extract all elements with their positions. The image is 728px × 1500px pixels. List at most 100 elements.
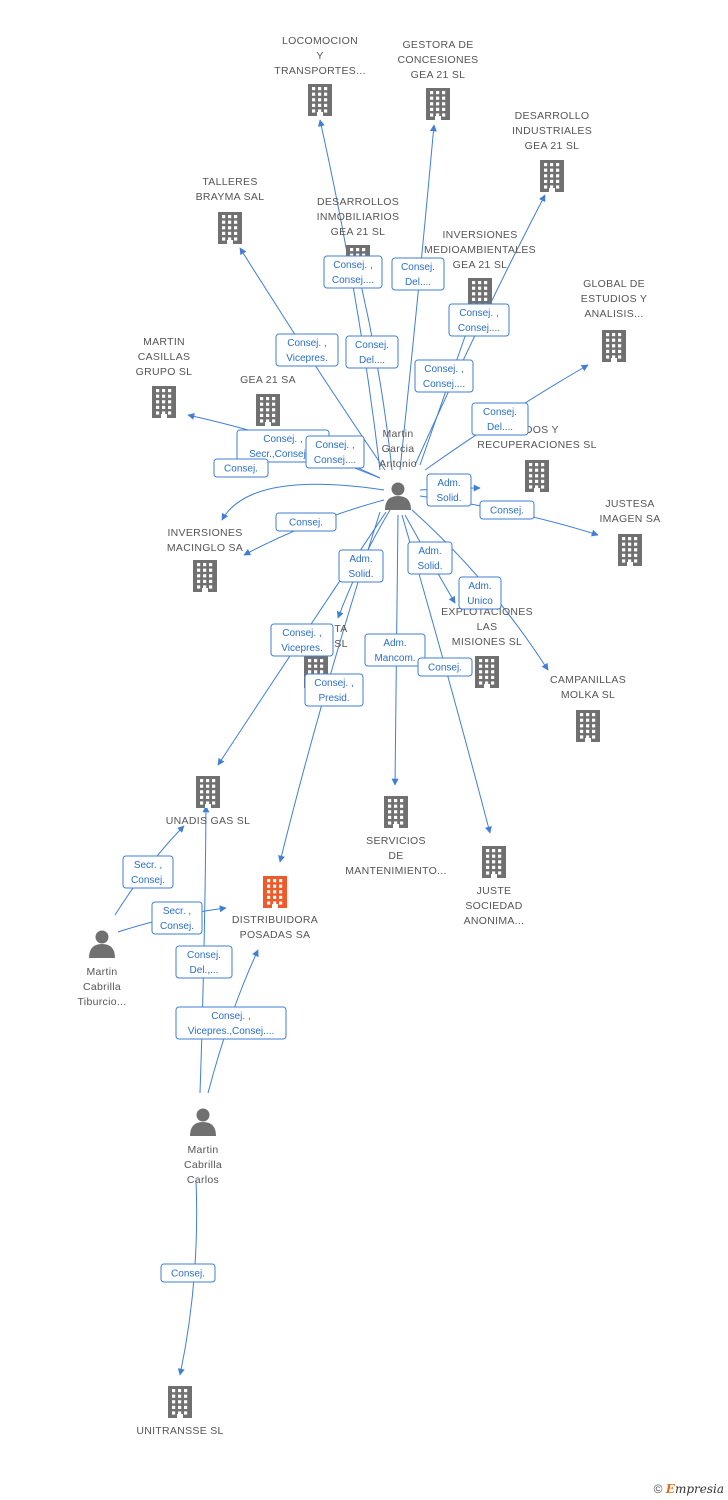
building-icon[interactable] bbox=[540, 160, 564, 192]
relation-label-r-servicios[interactable]: Adm.Mancom. bbox=[364, 633, 426, 667]
relation-label-r-explotaciones[interactable]: Adm.Solid. bbox=[407, 541, 453, 575]
relation-text: Consej. bbox=[289, 518, 323, 529]
node-label: INMOBILIARIOS bbox=[317, 211, 400, 223]
brand-logo[interactable]: Empresia bbox=[665, 1482, 724, 1496]
node-label: LOCOMOCION bbox=[282, 35, 358, 47]
building-icon[interactable] bbox=[168, 1386, 192, 1418]
node-label: Cabrilla bbox=[184, 1159, 222, 1171]
building-icon[interactable] bbox=[475, 656, 499, 688]
building-icon[interactable] bbox=[308, 84, 332, 116]
building-icon[interactable] bbox=[193, 560, 217, 592]
node-label: INVERSIONES bbox=[442, 229, 517, 241]
relation-label-r-locomocion[interactable]: Consej.Del.... bbox=[345, 335, 399, 369]
relation-text: Consej.... bbox=[458, 323, 500, 334]
relation-text: Presid. bbox=[318, 693, 349, 704]
relation-label-r-gestora[interactable]: Consej.Del.... bbox=[391, 257, 445, 291]
relation-text: Consej. bbox=[401, 262, 435, 273]
node-label: TALLERES bbox=[202, 176, 257, 188]
node-gea21[interactable]: GEA 21 SA bbox=[240, 374, 296, 426]
building-icon[interactable] bbox=[482, 846, 506, 878]
relation-label-r-campanillas[interactable]: Adm.Unico bbox=[458, 576, 502, 610]
relation-text: Consej. , bbox=[263, 434, 302, 445]
relation-text: Solid. bbox=[417, 561, 442, 572]
relation-label-r-desarrollos[interactable]: Consej. ,Consej.... bbox=[323, 255, 383, 289]
building-icon[interactable] bbox=[218, 212, 242, 244]
relation-label-r-tib-unadis[interactable]: Secr. ,Consej. bbox=[122, 855, 174, 889]
relation-label-r-global[interactable]: Consej. Del.... bbox=[471, 402, 529, 436]
node-label: ANONIMA... bbox=[464, 915, 525, 927]
building-icon[interactable] bbox=[426, 88, 450, 120]
building-icon[interactable] bbox=[263, 876, 287, 908]
relation-text: Consej. bbox=[483, 407, 517, 418]
relation-label-r-inv-med[interactable]: Consej. , Consej.... bbox=[448, 303, 510, 337]
node-label: ANALISIS... bbox=[584, 308, 643, 320]
relation-text: Consej. , bbox=[315, 440, 354, 451]
node-label: TRANSPORTES... bbox=[274, 65, 366, 77]
node-talleres[interactable]: TALLERES BRAYMA SAL bbox=[196, 176, 265, 244]
relation-label-r-gea21-b[interactable]: Consej. , Consej.... bbox=[305, 435, 365, 469]
relation-text: Consej.... bbox=[314, 455, 356, 466]
node-label: SL bbox=[334, 638, 347, 650]
relation-label-r-martin-casillas[interactable]: Consej. bbox=[213, 458, 269, 478]
building-icon[interactable] bbox=[256, 394, 280, 426]
node-unadis[interactable]: UNADIS GAS SL bbox=[166, 776, 250, 827]
node-locomocion[interactable]: LOCOMOCIONYTRANSPORTES... bbox=[274, 35, 366, 116]
node-label: CASILLAS bbox=[138, 351, 191, 363]
building-icon[interactable] bbox=[384, 796, 408, 828]
relation-label-r-car-distrib[interactable]: Consej. ,Vicepres.,Consej.... bbox=[175, 1006, 287, 1040]
node-label: MARTIN bbox=[143, 336, 185, 348]
building-icon[interactable] bbox=[618, 534, 642, 566]
building-icon[interactable] bbox=[602, 330, 626, 362]
relation-text: Del.... bbox=[487, 422, 513, 433]
building-icon[interactable] bbox=[152, 386, 176, 418]
relation-label-r-reciclados[interactable]: Adm.Solid. bbox=[426, 473, 472, 507]
building-icon[interactable] bbox=[576, 710, 600, 742]
relation-text: Consej. , bbox=[287, 338, 326, 349]
node-label: MISIONES SL bbox=[452, 636, 522, 648]
relation-label-r-justesa[interactable]: Consej. bbox=[479, 500, 535, 520]
node-label: GEA 21 SL bbox=[411, 69, 466, 81]
building-icon[interactable] bbox=[196, 776, 220, 808]
node-unitransse[interactable]: UNITRANSSE SL bbox=[136, 1386, 223, 1437]
node-label: GEA 21 SL bbox=[331, 226, 386, 238]
relation-text: Consej.... bbox=[423, 379, 465, 390]
building-icon[interactable] bbox=[525, 460, 549, 492]
node-label: Tiburcio... bbox=[77, 996, 126, 1008]
relation-label-r-hidden-sl[interactable]: Adm.Solid. bbox=[338, 549, 384, 583]
person-icon[interactable] bbox=[89, 930, 115, 959]
relation-label-r-talleres[interactable]: Consej. ,Vicepres. bbox=[275, 333, 339, 367]
relation-label-r-inv-mac[interactable]: Consej. bbox=[275, 512, 337, 532]
relation-label-r-unadis[interactable]: Consej. ,Vicepres. bbox=[270, 623, 334, 657]
relation-label-r-juste[interactable]: Consej. bbox=[417, 657, 473, 677]
node-label: INDUSTRIALES bbox=[512, 125, 592, 137]
node-label: RECUPERACIONES SL bbox=[477, 439, 596, 451]
person-icon[interactable] bbox=[190, 1108, 216, 1137]
relation-text: Consej. bbox=[160, 921, 194, 932]
node-juste[interactable]: JUSTESOCIEDADANONIMA... bbox=[464, 846, 525, 927]
relation-text: Consej. , bbox=[459, 308, 498, 319]
relation-label-r-tib-distrib[interactable]: Secr. ,Consej. bbox=[151, 901, 203, 935]
relation-label-r-desarrollo-ind[interactable]: Consej. ,Consej.... bbox=[414, 359, 474, 393]
person-icon[interactable] bbox=[385, 482, 411, 511]
node-label: BRAYMA SAL bbox=[196, 191, 265, 203]
relation-label-r-distribuidora[interactable]: Consej. ,Presid. bbox=[304, 673, 364, 707]
relation-label-r-car-unitransse[interactable]: Consej. bbox=[160, 1263, 216, 1283]
relation-edge bbox=[221, 483, 385, 521]
relation-text: Del.,... bbox=[190, 965, 219, 976]
node-servicios[interactable]: SERVICIOSDEMANTENIMIENTO... bbox=[345, 796, 446, 877]
relation-label-r-car-unadis[interactable]: Consej.Del.,... bbox=[175, 945, 233, 979]
node-label: DISTRIBUIDORA bbox=[232, 914, 318, 926]
node-martin-tiburcio[interactable]: MartinCabrillaTiburcio... bbox=[77, 930, 126, 1009]
node-label: Martin bbox=[188, 1144, 219, 1156]
